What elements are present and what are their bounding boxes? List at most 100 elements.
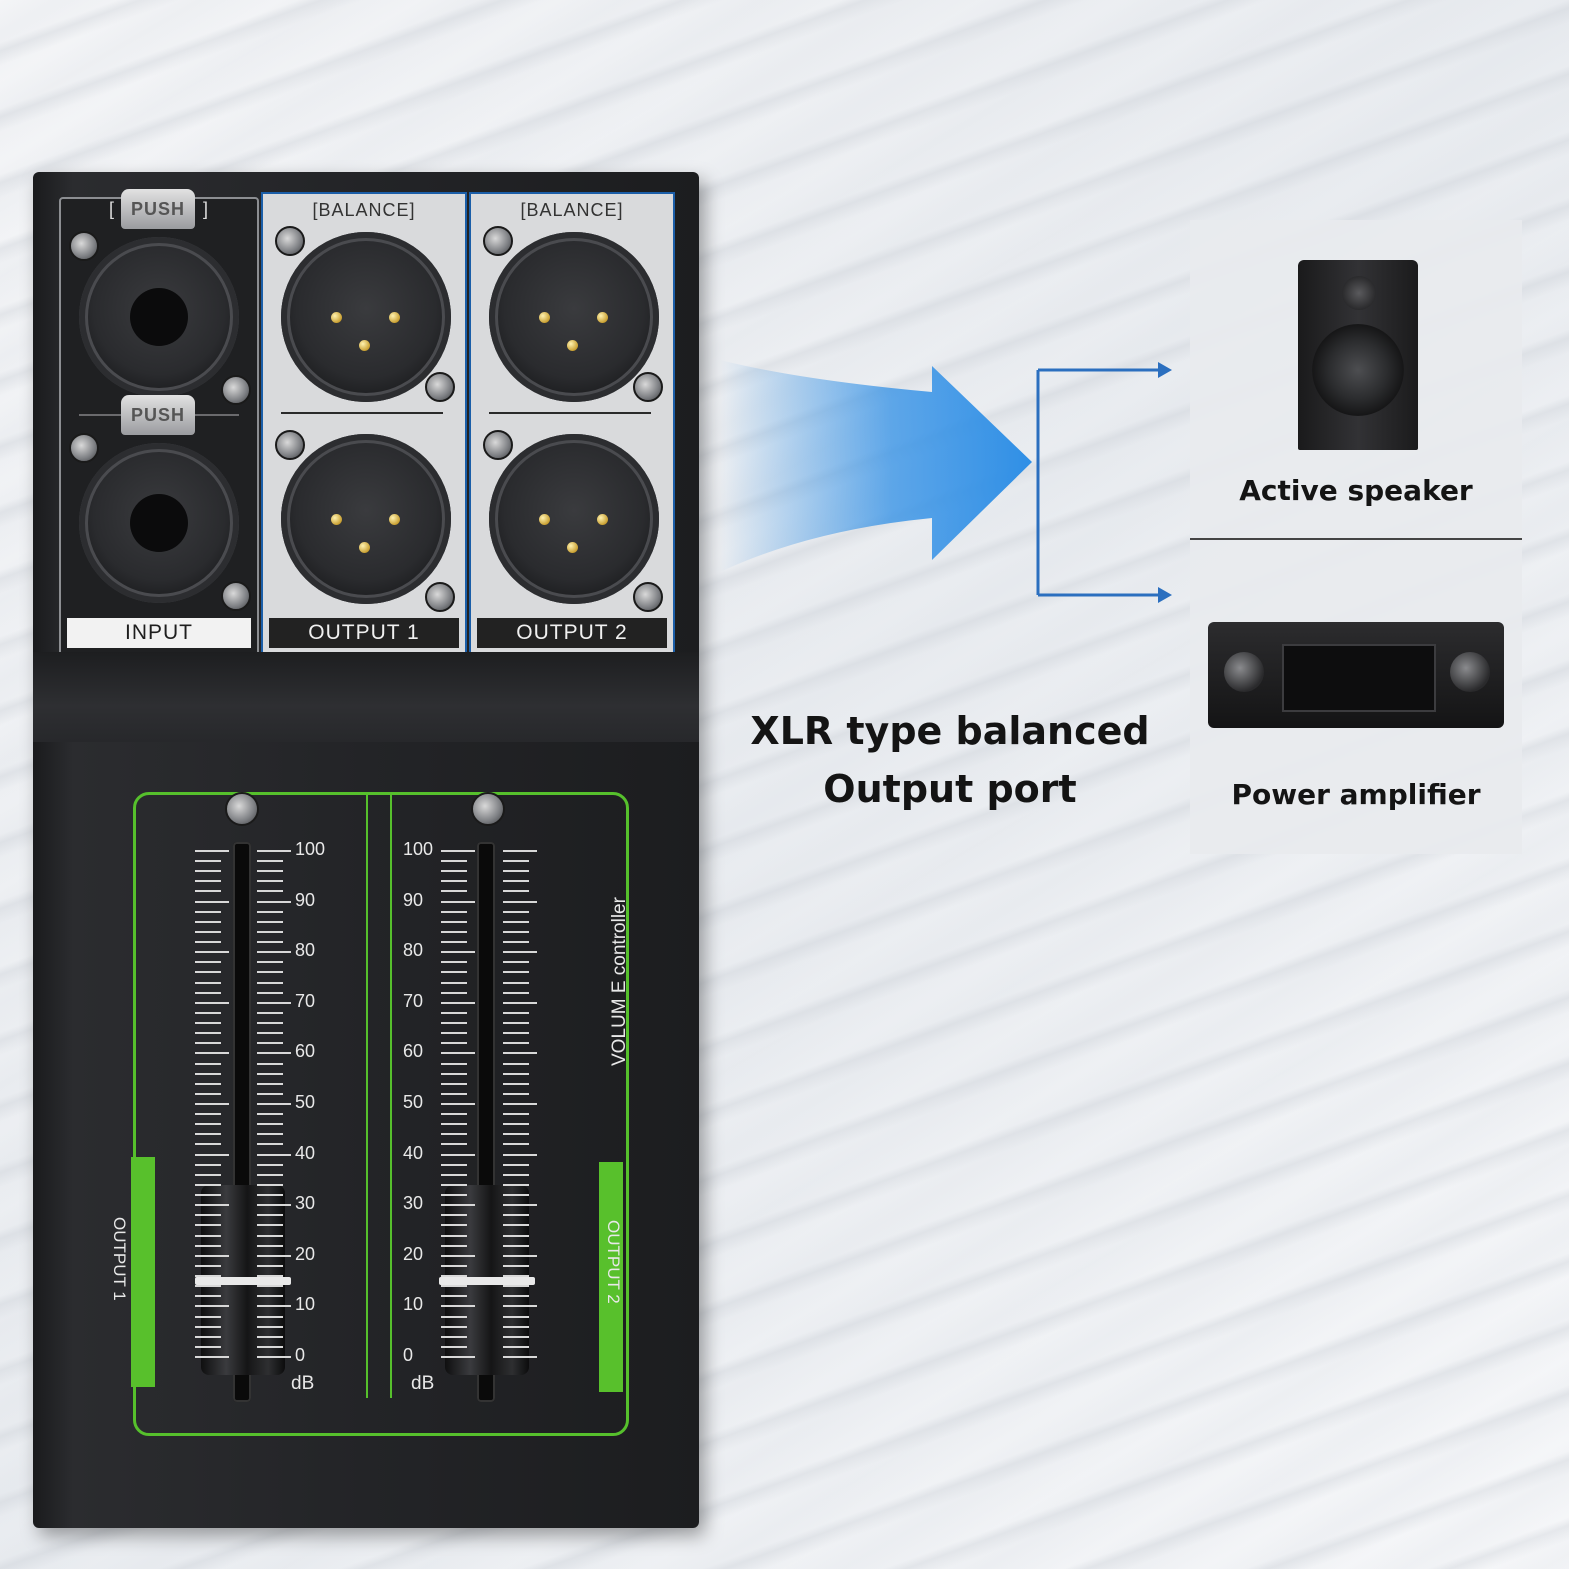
side-label-output-1: OUTPUT 1 — [110, 1217, 129, 1301]
combo-input-jack-1[interactable] — [79, 237, 239, 397]
fader-2-knob[interactable] — [439, 1185, 535, 1376]
scale-tick — [503, 1285, 529, 1288]
scale-tick — [195, 880, 221, 883]
scale-tick-label: 80 — [403, 940, 424, 961]
scale-tick — [503, 1264, 529, 1267]
scale-tick — [441, 1143, 467, 1146]
scale-tick — [195, 1204, 229, 1207]
scale-tick-label: 0 — [295, 1345, 306, 1365]
scale-tick — [503, 890, 529, 893]
scale-tick — [503, 1123, 529, 1126]
scale-tick — [257, 1011, 283, 1014]
scale-tick-label: 90 — [295, 889, 316, 910]
xlr-output-jack-1b[interactable] — [281, 434, 451, 604]
scale-tick — [503, 1042, 529, 1045]
divider — [281, 412, 443, 414]
pin — [567, 340, 578, 351]
scale-tick — [503, 1052, 537, 1055]
caption-line-1: XLR type balanced — [750, 709, 1150, 753]
output-1-panel: [BALANCE] OUTPUT 1 — [261, 192, 467, 654]
xlr-output-jack-2a[interactable] — [489, 232, 659, 402]
scale-tick — [503, 870, 529, 873]
scale-tick — [257, 1143, 283, 1146]
scale-tick — [441, 1163, 467, 1166]
scale-tick — [503, 930, 529, 933]
scale-tick — [195, 1072, 221, 1075]
scale-tick — [257, 1345, 283, 1348]
amplifier-icon — [1208, 622, 1504, 728]
push-release-tab-1[interactable]: PUSH — [121, 189, 195, 229]
scale-tick — [195, 1194, 221, 1197]
scale-tick-label: 50 — [403, 1092, 424, 1112]
screw-icon — [225, 792, 259, 826]
scale-tick-label: 100 — [295, 839, 326, 859]
scale-tick — [195, 1264, 221, 1267]
pin — [331, 312, 342, 323]
scale-tick — [441, 1254, 475, 1257]
scale-tick-label: 20 — [295, 1243, 316, 1264]
scale-tick — [195, 1143, 221, 1146]
scale-tick — [441, 1295, 467, 1298]
scale-tick — [503, 1356, 537, 1358]
scale-tick — [441, 1204, 475, 1207]
jack-hole — [130, 288, 188, 346]
scale-tick — [441, 1275, 467, 1278]
output-2-label: OUTPUT 2 — [477, 618, 667, 648]
scale-tick — [195, 1092, 221, 1095]
scale-tick — [503, 1133, 529, 1136]
scale-tick — [257, 1264, 283, 1267]
scale-tick — [441, 1183, 467, 1186]
scale-tick-label: 90 — [403, 889, 424, 910]
caption-line-2: Output port — [823, 767, 1077, 811]
pin — [597, 312, 608, 323]
screw-icon — [633, 372, 663, 402]
scale-tick — [441, 1133, 467, 1136]
scale-tick — [441, 1345, 467, 1348]
push-release-tab-2[interactable]: PUSH — [121, 395, 195, 435]
knob-indicator — [439, 1277, 535, 1286]
scale-tick — [503, 1305, 537, 1308]
screw-icon — [633, 582, 663, 612]
active-speaker-card: Active speaker — [1190, 220, 1522, 538]
scale-tick — [441, 1234, 467, 1237]
scale-tick — [195, 1001, 229, 1004]
scale-tick — [195, 1062, 221, 1065]
scale-tick — [195, 1163, 221, 1166]
scale-tick — [257, 1032, 283, 1035]
scale-tick — [195, 1356, 229, 1358]
scale-tick — [195, 1254, 229, 1257]
scale-tick — [257, 1234, 283, 1237]
scale-tick — [195, 890, 221, 893]
scale-tick — [441, 1315, 467, 1318]
scale-tick — [195, 1133, 221, 1136]
scale-tick — [195, 1183, 221, 1186]
combo-input-jack-2[interactable] — [79, 443, 239, 603]
fader-1-knob[interactable] — [195, 1185, 291, 1376]
device-step — [33, 652, 699, 742]
scale-tick — [195, 1234, 221, 1237]
xlr-output-jack-1a[interactable] — [281, 232, 451, 402]
pin — [359, 340, 370, 351]
scale-tick — [503, 1315, 529, 1318]
scale-tick — [257, 890, 283, 893]
side-label-output-2: OUTPUT 2 — [604, 1220, 623, 1304]
output-2-panel: [BALANCE] OUTPUT 2 — [469, 192, 675, 654]
input-label: INPUT — [67, 618, 251, 648]
scale-tick — [441, 1062, 467, 1065]
scale-tick — [503, 991, 529, 994]
green-tab-right — [599, 1162, 623, 1392]
scale-tick — [195, 941, 221, 944]
scale-tick — [257, 1224, 283, 1227]
xlr-output-jack-2b[interactable] — [489, 434, 659, 604]
scale-tick — [503, 1224, 529, 1227]
pin — [539, 514, 550, 525]
balance-label: [BALANCE] — [520, 200, 624, 220]
scale-tick — [257, 1305, 291, 1308]
scale-tick — [257, 961, 283, 964]
scale-tick — [441, 1123, 467, 1126]
scale-tick — [503, 1062, 529, 1065]
audio-splitter-device: [ ] PUSH PUSH INPUT [BALANCE] OUTPUT 1 — [33, 172, 699, 1528]
scale-tick — [257, 1285, 283, 1288]
scale-tick — [503, 1143, 529, 1146]
scale-tick — [441, 941, 467, 944]
